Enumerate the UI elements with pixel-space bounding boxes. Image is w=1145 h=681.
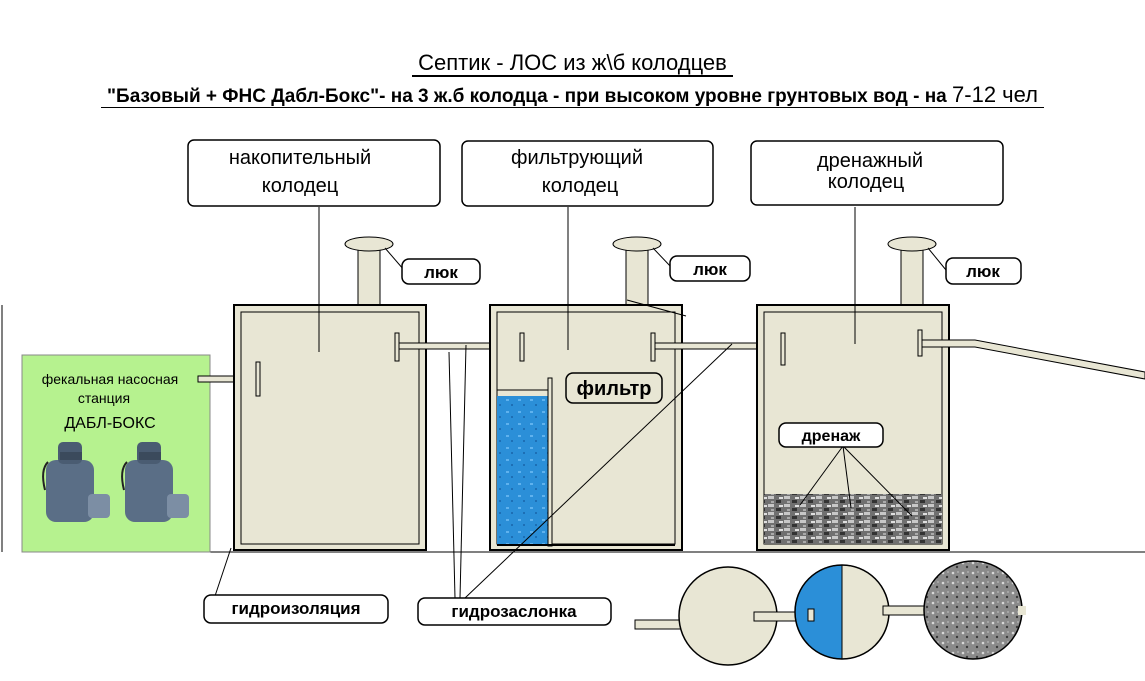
- well-storage: [233, 207, 427, 551]
- label-drainage-well: дренажный колодец: [750, 140, 1004, 206]
- hatch-label-3: люк: [927, 247, 1022, 285]
- label-storage-line2: колодец: [262, 175, 338, 197]
- hatch-label-1: люк: [384, 247, 481, 285]
- filter-text: фильтр: [576, 378, 651, 400]
- waterproofing-text: гидроизоляция: [231, 599, 360, 618]
- drainage-layer: [764, 494, 942, 544]
- waterproofing-label: гидроизоляция: [203, 547, 389, 624]
- subtitle-wrap: "Базовый + ФНС Дабл-Бокс"- на 3 ж.б коло…: [101, 82, 1044, 108]
- plan-well-2: [794, 564, 890, 660]
- well-drainage: [756, 207, 950, 551]
- water-seal-label: гидрозаслонка: [417, 299, 733, 626]
- pump-icon: [121, 442, 189, 522]
- drainage-text: дренаж: [802, 428, 861, 445]
- label-storage-line1: накопительный: [229, 147, 371, 169]
- water-seal-text: гидрозаслонка: [451, 602, 577, 621]
- subtitle-text: "Базовый + ФНС Дабл-Бокс"- на 3 ж.б коло…: [107, 86, 947, 107]
- well-filter: [489, 207, 683, 551]
- water-zone: [497, 396, 549, 544]
- pump-station-line3: ДАБЛ-БОКС: [64, 415, 155, 432]
- label-filter-line2: колодец: [542, 175, 618, 197]
- label-drainage-line1: дренажный: [817, 150, 923, 172]
- pump-station-panel: фекальная насосная станция ДАБЛ-БОКС: [21, 354, 211, 553]
- pump-station-line2: станция: [78, 390, 130, 406]
- label-filter-well: фильтрующий колодец: [461, 140, 714, 207]
- diagram-title: Септик - ЛОС из ж\б колодцев: [0, 50, 1145, 77]
- pump-station-line1: фекальная насосная: [42, 371, 179, 387]
- drainage-label: дренаж: [778, 422, 913, 517]
- outlet-pipe: [921, 339, 1145, 380]
- hatch-label-2: люк: [652, 247, 751, 282]
- hatch-text-3: люк: [966, 262, 1000, 281]
- hatch-text-1: люк: [424, 263, 458, 282]
- hatch-text-2: люк: [693, 260, 727, 279]
- pump-icon: [42, 442, 110, 522]
- label-storage-well: накопительный колодец: [187, 139, 441, 207]
- subtitle-capacity: 7-12 чел: [952, 82, 1038, 107]
- label-filter-line1: фильтрующий: [511, 147, 643, 169]
- plan-well-3: [923, 560, 1023, 660]
- diagram-subtitle: "Базовый + ФНС Дабл-Бокс"- на 3 ж.б коло…: [0, 82, 1145, 108]
- title-line1: Септик - ЛОС из ж\б колодцев: [412, 50, 733, 77]
- label-drainage-line2: колодец: [828, 171, 904, 193]
- plan-view: [634, 560, 1026, 666]
- filter-label: фильтр: [565, 372, 663, 404]
